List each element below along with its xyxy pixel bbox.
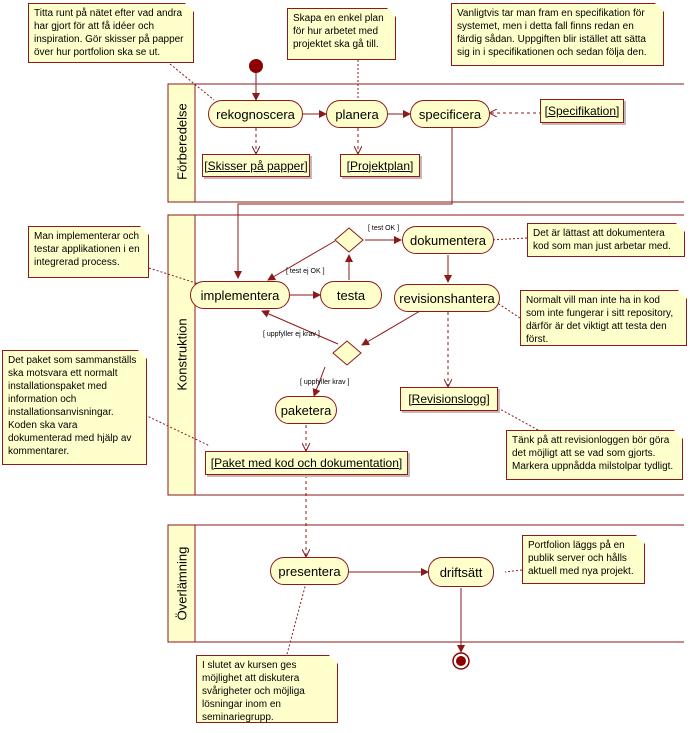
action-testa: testa [320,281,382,309]
guard-test-ej-ok: [ test ej OK ] [286,268,325,275]
action-presentera: presentera [270,557,349,585]
decision-krav [332,340,362,366]
lane-label-forberedelse: Förberedelse [174,103,190,180]
action-revisionshantera: revisionshantera [394,284,500,312]
lane-header-forberedelse [167,83,196,203]
object-specifikation-label: [Specifikation] [544,104,620,118]
decision-test [334,227,364,253]
action-rekognoscera: rekognoscera [208,100,303,128]
note-dokumentera: Det är lättast att dokumentera kod som m… [527,223,685,257]
note-rekognoscera: Titta runt på nätet efter vad andra har … [28,3,194,63]
note-specificera: Vanligtvis tar man fram en specifikation… [451,3,664,66]
guard-uppfyller-krav: [ uppfyller krav ] [300,379,350,386]
object-skisser-label: [Skisser på papper] [204,158,308,173]
action-paketera: paketera [275,396,337,424]
object-projektplan: [Projektplan] [340,154,420,177]
object-specifikation: [Specifikation] [540,99,624,123]
flow-arrows [234,73,542,653]
object-projektplan-label: [Projektplan] [346,158,414,173]
final-node-core [456,656,466,666]
action-planera: planera [326,100,388,128]
action-specificera: specificera [410,100,490,128]
action-driftsatt: driftsätt [428,557,494,587]
lane-label-overlamning: Överlämning [174,546,190,621]
lane-lines [168,83,684,643]
object-skisser: [Skisser på papper] [202,154,310,177]
initial-node [249,59,263,73]
action-dokumentera: dokumentera [402,226,494,254]
note-planera: Skapa en enkel plan för hur arbetet med … [287,8,396,60]
note-revisionshantera: Normalt vill man inte ha in kod som inte… [520,290,687,346]
guard-uppfyller-ej-krav: [ uppfyller ej krav ] [263,331,320,338]
object-revisionslogg-label: [Revisionslogg] [408,392,490,406]
action-implementera: implementera [190,281,290,309]
object-revisionslogg: [Revisionslogg] [400,387,498,411]
note-paket: Det paket som sammanställs ska motsvara … [2,350,147,465]
lane-label-konstruktion: Konstruktion [174,318,190,391]
guard-test-ok: [ test OK ] [368,225,400,232]
note-presentera: I slutet av kursen ges möjlighet att dis… [196,655,338,723]
lane-header-konstruktion [167,214,196,496]
object-paket-label: [Paket med kod och dokumentation] [210,456,403,470]
note-connectors [144,60,539,659]
note-implementera: Man implementerar och testar applikation… [28,226,149,278]
note-revisionslogg: Tänk på att revisionloggen bör göra det … [506,430,683,480]
note-driftsatt: Portfolion läggs på en publik server och… [522,535,645,584]
object-paket: [Paket med kod och dokumentation] [205,451,408,475]
